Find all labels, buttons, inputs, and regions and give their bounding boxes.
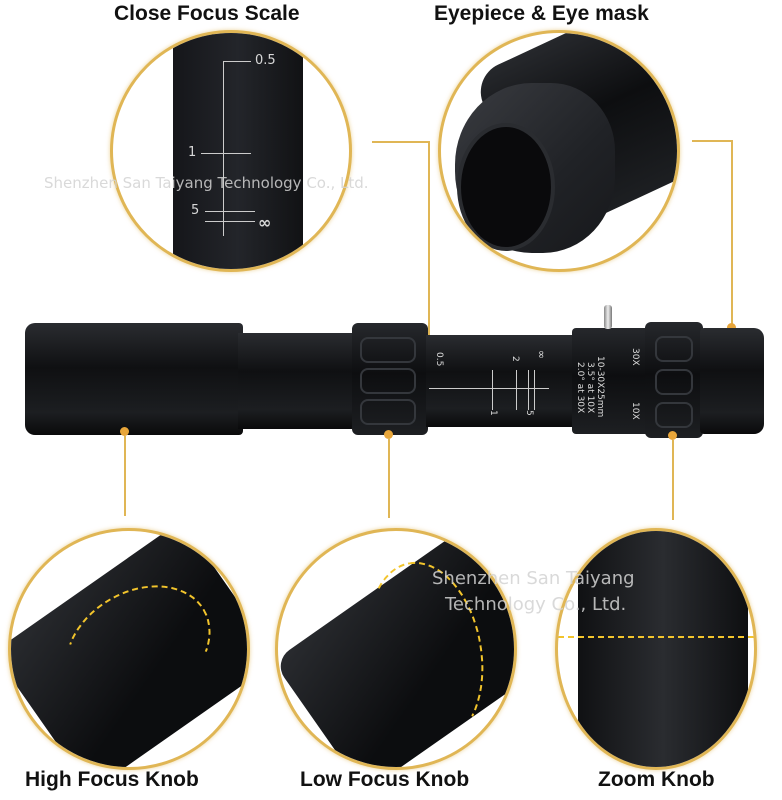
eyepiece-eye-mask-label: Eyepiece & Eye mask xyxy=(434,2,649,25)
eyepiece-tube xyxy=(700,328,764,434)
body-mark-0-5: 0.5 xyxy=(434,352,444,367)
low-focus-ring[interactable] xyxy=(352,323,428,435)
zoom-knob-body xyxy=(578,531,748,767)
spec-line-3: 2.0° at 30X xyxy=(575,362,585,414)
body-mark-5: 5 xyxy=(524,410,534,416)
scale-tube xyxy=(173,33,303,269)
watermark-bottom-line-1: Shenzhen San Taiyang xyxy=(432,568,635,589)
watermark-bottom-line-2: Technology Co., Ltd. xyxy=(445,594,627,615)
low-focus-pointer-dot xyxy=(384,430,393,439)
body-mark-infinity: ∞ xyxy=(535,350,548,360)
zoom-knob-label: Zoom Knob xyxy=(598,768,715,791)
spec-line-2: 3.5° at 10X xyxy=(585,362,595,414)
zoom-max-label: 30X xyxy=(630,348,640,366)
high-focus-pointer-dot xyxy=(120,427,129,436)
body-mark-1: 1 xyxy=(488,410,498,416)
eye-mask-opening xyxy=(457,123,555,251)
eyepiece-pointer-dot xyxy=(727,323,736,332)
eyepiece-detail xyxy=(438,30,680,272)
scale-mark-0-5: 0.5 xyxy=(255,53,276,68)
tripod-pin xyxy=(604,305,612,329)
close-focus-scale-label: Close Focus Scale xyxy=(114,2,300,25)
watermark-top: Shenzhen San Taiyang Technology Co., Ltd… xyxy=(44,174,369,192)
scale-mark-infinity: ∞ xyxy=(258,213,272,232)
high-focus-knob-detail xyxy=(8,528,250,770)
focus-tube xyxy=(238,333,358,429)
rotation-arrow-icon xyxy=(558,636,754,638)
low-focus-knob-detail xyxy=(275,528,517,770)
body-mark-2: 2 xyxy=(510,356,520,362)
scale-mark-5: 5 xyxy=(191,203,200,218)
spec-line-1: 10-30X25mm xyxy=(595,356,605,418)
zoom-pointer-dot xyxy=(668,431,677,440)
close-focus-scale-detail: 0.5 1 5 ∞ xyxy=(110,30,352,272)
zoom-knob-detail xyxy=(555,528,757,770)
objective-tube xyxy=(25,323,243,435)
low-focus-knob-label: Low Focus Knob xyxy=(300,768,470,791)
high-focus-knob-label: High Focus Knob xyxy=(25,768,199,791)
zoom-min-label: 10X xyxy=(630,402,640,420)
scale-mark-1: 1 xyxy=(188,145,197,160)
scale-tube-body xyxy=(426,335,576,427)
zoom-ring[interactable] xyxy=(645,322,703,438)
zoom-housing xyxy=(572,328,650,434)
